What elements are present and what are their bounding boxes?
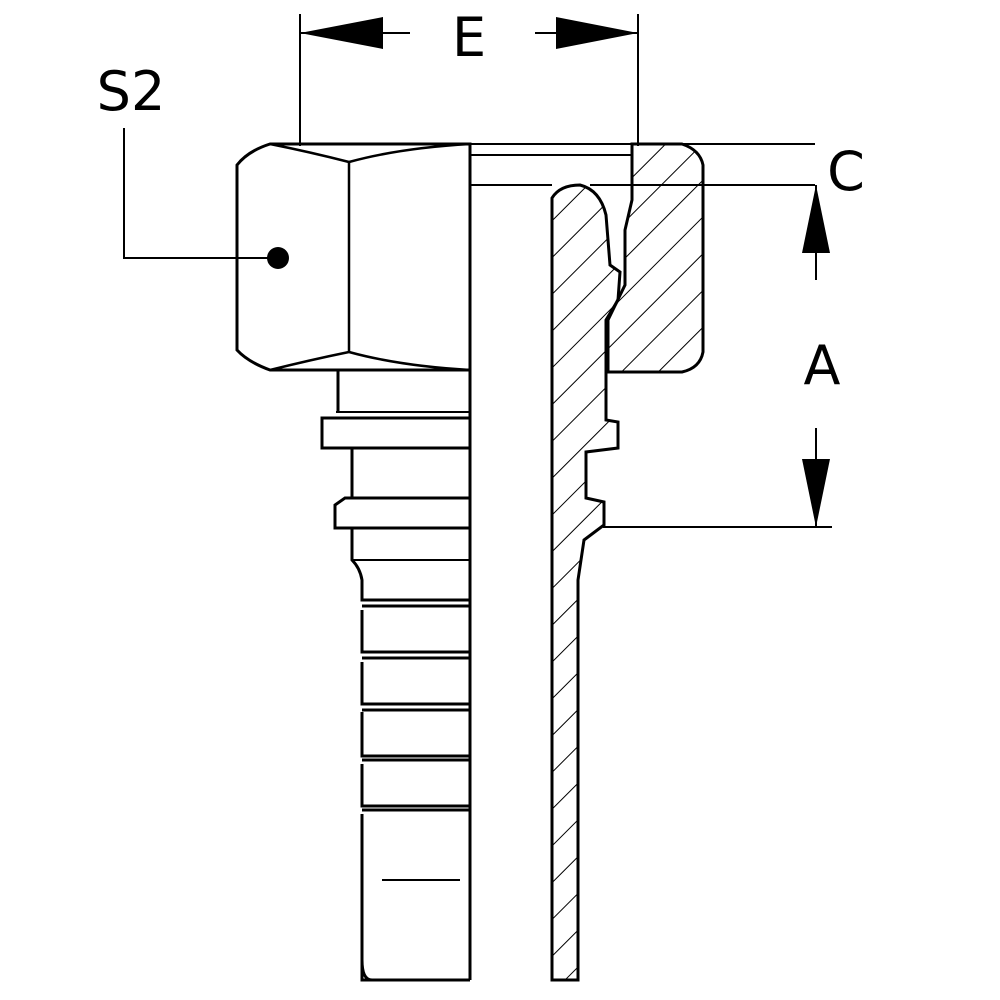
hex-nut-chamfer-top: [269, 142, 471, 164]
neck-below-nut: [336, 370, 472, 412]
a-arrow-up: [802, 185, 830, 253]
nut-section: [470, 142, 705, 374]
a-arrow-down: [802, 459, 830, 527]
nipple-wall-section: [550, 183, 622, 982]
e-arrow-left: [300, 17, 383, 49]
collar-ring-1: [320, 416, 472, 450]
label-a: A: [804, 334, 841, 397]
shank-outline: [350, 528, 470, 982]
collar-neck-2: [350, 448, 472, 498]
nipple-body: [468, 144, 622, 982]
e-arrow-right: [556, 17, 638, 49]
label-s2: S2: [97, 60, 166, 123]
dimension-a: A: [603, 185, 841, 528]
label-e: E: [452, 6, 486, 69]
s2-leader: [123, 128, 278, 259]
shank-tip: [360, 959, 373, 982]
dimension-s2: S2: [97, 60, 289, 269]
collar-ring-2: [333, 496, 472, 530]
hex-nut: [235, 142, 472, 372]
hex-nut-outline: [235, 142, 472, 372]
s2-leader-dot: [267, 247, 289, 269]
nut-section-hatched: [606, 142, 705, 374]
hex-nut-chamfer-bottom: [269, 350, 471, 372]
dimension-e: E: [299, 6, 639, 146]
label-c: C: [827, 140, 865, 203]
ferrule-exterior: [320, 370, 472, 982]
